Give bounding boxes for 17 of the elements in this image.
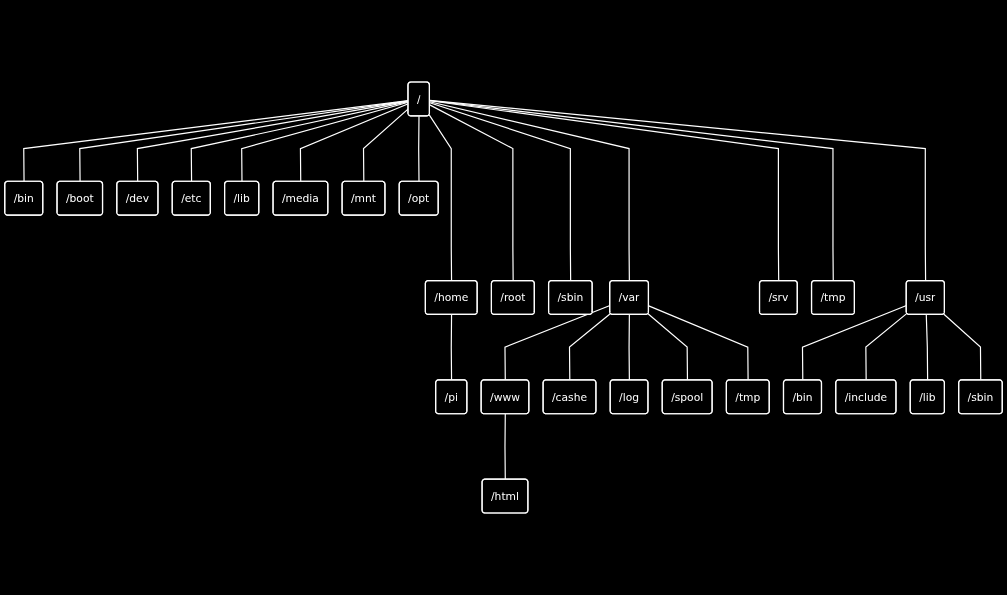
connector — [428, 114, 453, 282]
connector — [865, 312, 908, 381]
connector — [628, 314, 630, 381]
connector — [801, 304, 908, 381]
connector — [429, 102, 572, 282]
connector — [418, 115, 420, 183]
connector — [429, 99, 927, 282]
connector — [450, 314, 453, 381]
connector — [429, 104, 514, 282]
connector — [647, 313, 689, 381]
connector — [429, 101, 630, 282]
connector — [943, 313, 982, 381]
connector — [504, 304, 611, 381]
connector — [925, 314, 929, 381]
connector — [568, 312, 612, 381]
connector — [504, 413, 506, 480]
connector — [648, 305, 749, 381]
